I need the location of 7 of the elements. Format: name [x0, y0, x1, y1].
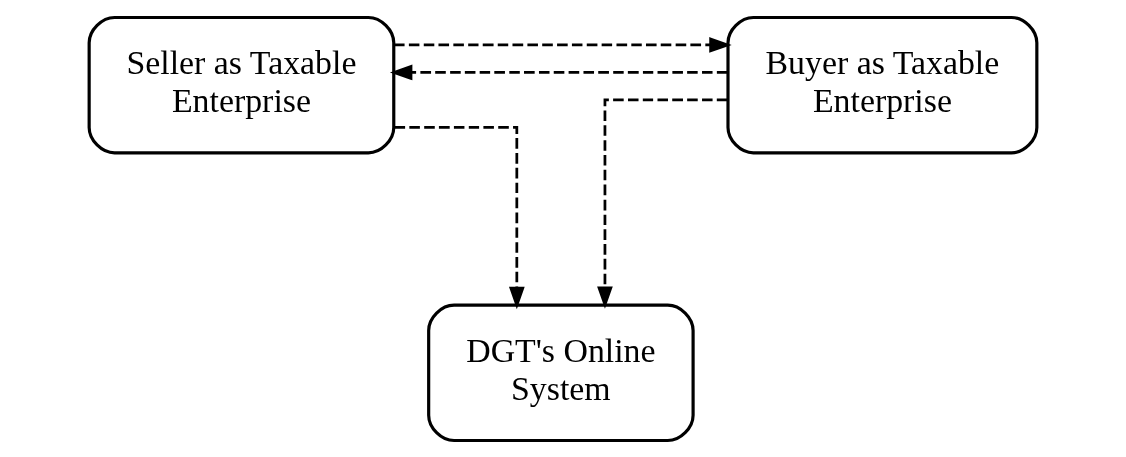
- arrow: [597, 98, 728, 309]
- arrow: [394, 36, 732, 53]
- node-box: DGT's Online System: [427, 303, 695, 442]
- node-box: Seller as Taxable Enterprise: [87, 15, 396, 154]
- arrow: [394, 125, 525, 309]
- arrow: [389, 64, 728, 80]
- node-box: Buyer as Taxable Enterprise: [726, 15, 1039, 154]
